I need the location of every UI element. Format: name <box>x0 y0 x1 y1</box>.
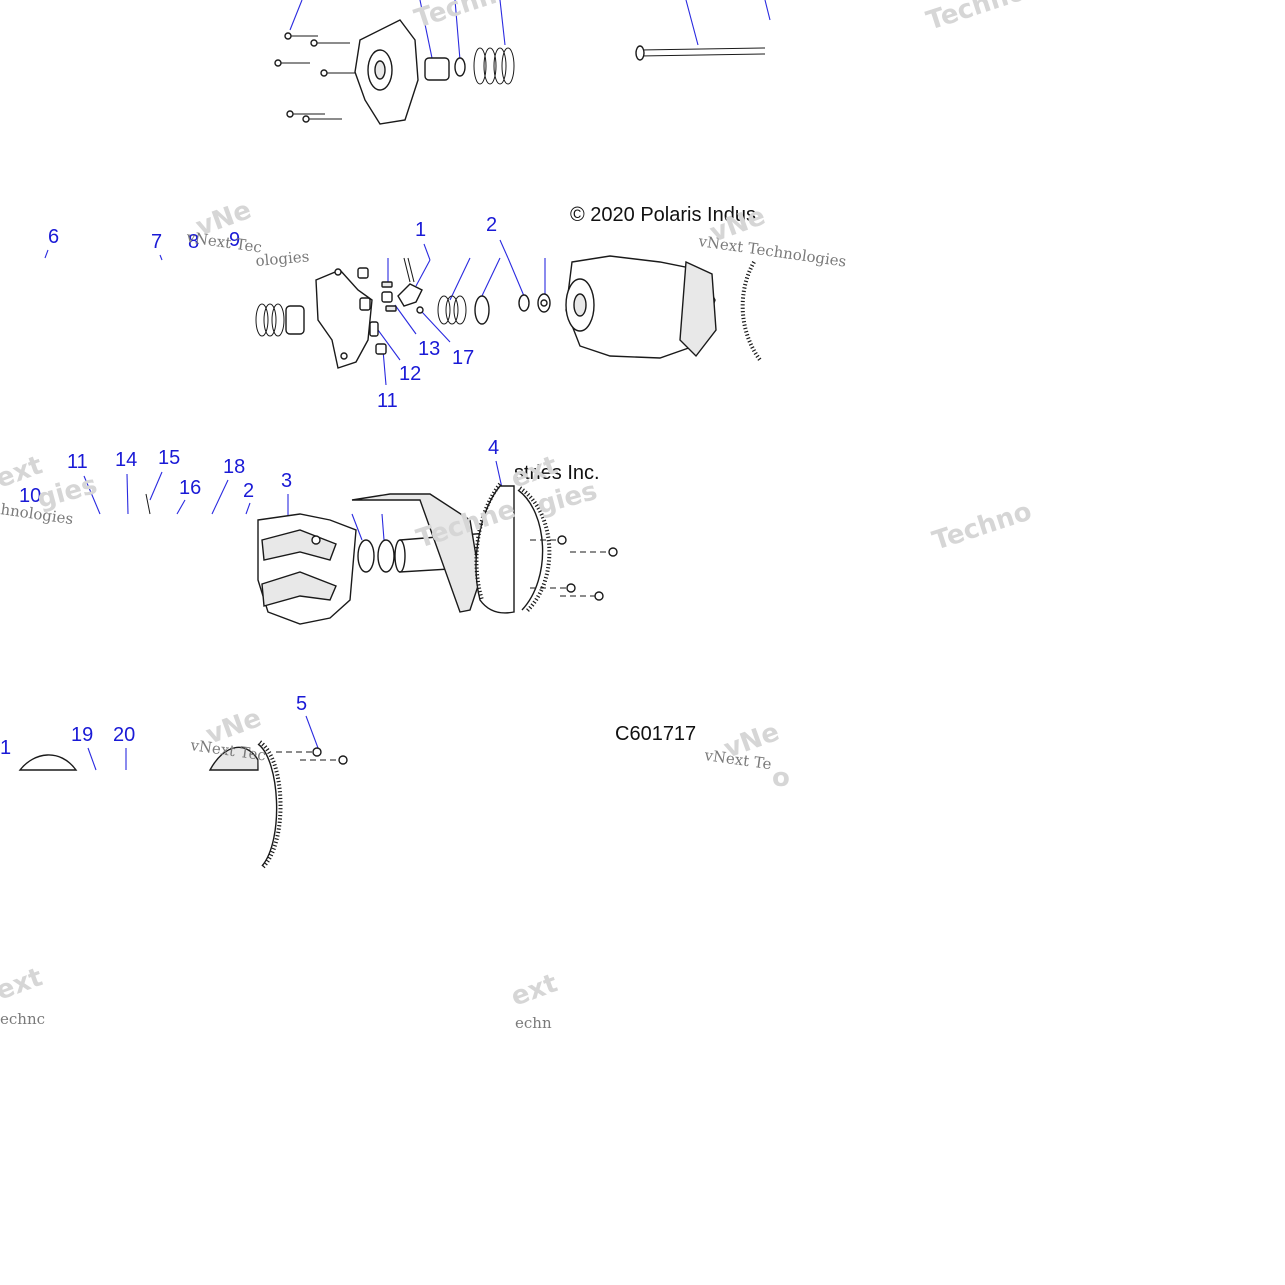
callout-10: 10 <box>19 485 41 507</box>
callout-7: 7 <box>151 231 162 253</box>
callout-9: 9 <box>229 229 240 251</box>
bottom-assembly: 5 1 19 20 C601717 <box>0 693 696 870</box>
callout-15: 15 <box>158 447 180 469</box>
callout-6: 6 <box>48 226 59 248</box>
spring-cup <box>285 305 305 335</box>
callout-13: 13 <box>418 338 440 360</box>
callout-3: 3 <box>281 470 292 492</box>
middle-assembly: 6 7 8 9 1 2 13 17 12 11 <box>44 214 762 412</box>
callout-4: 4 <box>488 437 499 459</box>
callout-11: 11 <box>377 390 398 412</box>
callout-11b: 11 <box>67 451 88 473</box>
watermark-ext-3: ext <box>0 962 46 1006</box>
watermark-techno-2: Techno <box>923 0 1029 37</box>
watermark-echn: echn <box>515 1014 552 1032</box>
watermark-echnc: echnc <box>0 1010 45 1028</box>
o-ring <box>454 57 466 77</box>
watermark-ext-4: ext <box>507 968 561 1012</box>
callout-19: 19 <box>71 724 93 746</box>
spring-middle <box>255 303 285 337</box>
drawing-id: C601717 <box>615 723 696 745</box>
watermark-techno-3: Techno <box>929 497 1035 557</box>
callout-14: 14 <box>115 449 137 471</box>
lower-assembly: 4 11 14 15 18 16 2 3 10 stries Inc. <box>19 437 618 625</box>
watermark-o: o <box>772 763 790 793</box>
gear-bolts <box>530 535 618 601</box>
watermark-techno-1: Technc <box>411 0 515 35</box>
fixed-sheave <box>257 513 357 625</box>
callout-2: 2 <box>486 214 497 236</box>
ring-gear <box>474 482 552 614</box>
watermark-ologies-1: ologies <box>255 247 310 270</box>
callout-16: 16 <box>179 477 201 499</box>
callout-1b: 1 <box>0 737 11 759</box>
ring-gear-bottom <box>257 740 283 870</box>
top-assembly <box>274 0 771 125</box>
clutch-spring-top <box>473 47 515 85</box>
copyright-tail: stries Inc. <box>514 462 600 484</box>
spider <box>315 269 373 369</box>
callout-17: 17 <box>452 347 474 369</box>
callout-2b: 2 <box>243 480 254 502</box>
copyright-text: © 2020 Polaris Indus <box>570 204 756 226</box>
callout-12: 12 <box>399 363 421 385</box>
shaft-bolt <box>635 45 766 61</box>
callout-18: 18 <box>223 456 245 478</box>
callout-1: 1 <box>415 219 426 241</box>
bushing <box>424 57 450 81</box>
callout-20: 20 <box>113 724 135 746</box>
callout-5: 5 <box>296 693 307 715</box>
ring-gear-edge <box>740 261 762 362</box>
callout-8: 8 <box>188 231 199 253</box>
bolt-set-top <box>274 32 356 123</box>
